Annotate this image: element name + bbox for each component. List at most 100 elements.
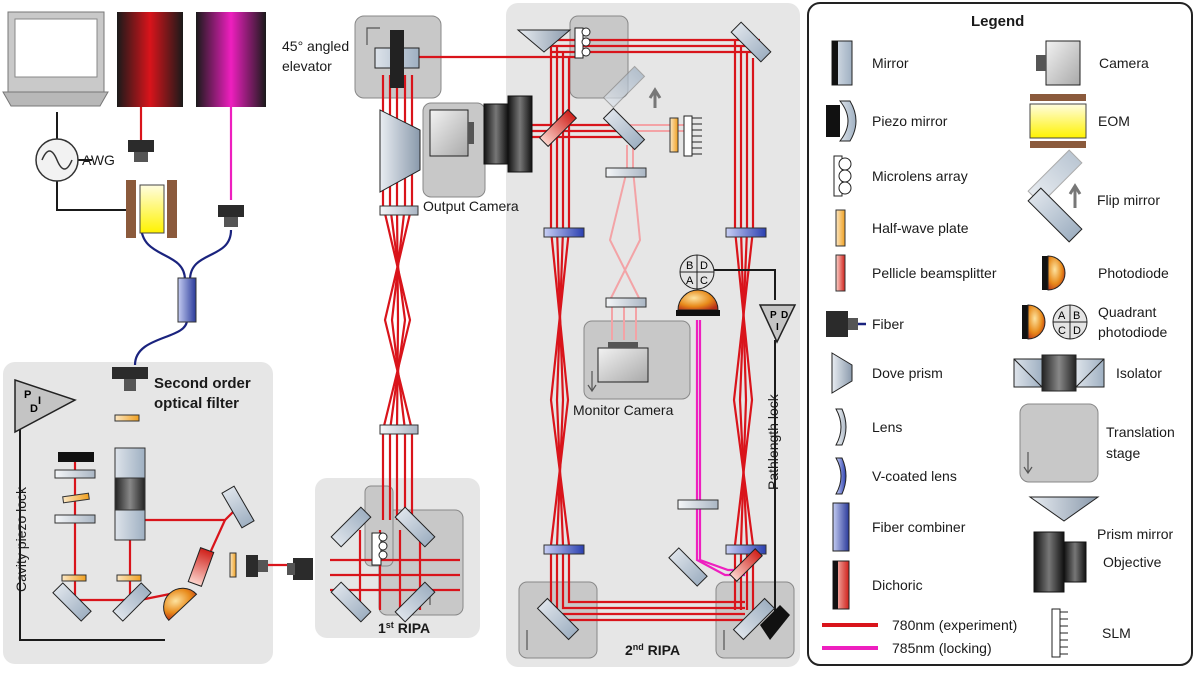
half-wave-plate-icon [62,492,90,504]
fiber-icon [112,367,148,391]
camera-icon [429,109,474,157]
legend-item-label: Quadrant [1098,304,1156,320]
objective-icon [760,605,790,640]
elevator-label-1: 45° angled [282,38,349,54]
awg-icon [35,138,79,182]
second-order-filter-label-1: Second order [154,375,251,392]
fiber-lines [133,224,233,366]
dichroic-icon [538,108,578,148]
half-wave-plate-icon [114,414,140,422]
isolator-icon [114,447,146,541]
legend-item-label: Prism mirror [1097,526,1174,542]
dove-prism-icon [379,109,421,193]
ripa1-label: 1st RIPA [378,620,430,636]
ripa2-label: 2nd RIPA [625,642,680,658]
half-wave-plate-icon [116,574,142,582]
camera-icon [597,342,649,383]
legend-item-label: EOM [1098,113,1130,129]
v-coated-lens-icon [543,544,585,555]
legend-item-label: Camera [1099,55,1149,71]
prism-mirror-icon [1028,496,1100,522]
legend-item-label: stage [1106,445,1140,461]
quadrant-label: D [1073,325,1081,337]
svg-text:C: C [700,275,708,287]
half-wave-plate-icon [61,574,87,582]
legend-item-label: Flip mirror [1097,192,1160,208]
svg-text:I: I [776,322,779,333]
fiber-icon [287,558,313,580]
mirror-icon [112,582,152,622]
lens-icon [605,297,647,308]
fiber-icon [826,311,866,337]
eom-icon [126,180,177,238]
cable-lines [19,112,776,641]
fiber-combiner-icon [832,502,850,552]
legend-item-label: Piezo mirror [872,113,948,129]
legend-title: Legend [971,13,1024,30]
mirror-icon [536,597,580,641]
fiber-icon [128,140,154,162]
piezo-mirror-icon [58,452,94,462]
pellicle-beamsplitter-icon [835,254,846,292]
elevator-icon [374,30,420,88]
mirror-icon [330,581,372,623]
svg-text:I: I [38,395,41,407]
legend-item-label: Dichoric [872,577,923,593]
photodiode-pdi-icon: P D I [758,304,797,344]
legend-item-label: Dove prism [872,365,943,381]
dove-prism-icon [831,352,853,394]
microlens-array-icon [833,155,852,197]
awg-label: AWG [82,152,115,168]
v-coated-lens-icon [835,457,847,495]
legend-item-label: Translation [1106,424,1175,440]
microlens-array-icon [371,532,388,566]
photodiode-icon [163,587,198,622]
legend-item-label: Half-wave plate [872,220,969,236]
svg-text:P: P [770,310,777,321]
dichroic-icon [729,548,763,582]
legend-item-label: Microlens array [872,168,968,184]
lens-icon [379,205,419,216]
dichroic-icon [832,560,850,610]
slm-icon [683,115,702,157]
pathlength-lock-label: Pathlength lock [765,393,781,490]
cavity-piezo-lock-label: Cavity piezo lock [13,486,29,592]
output-camera-label: Output Camera [423,198,519,214]
legend-item-label: Pellicle beamsplitter [872,265,997,281]
mirror-icon [394,581,436,623]
flip-mirror-icon [1027,149,1083,243]
half-wave-plate-icon [669,117,679,153]
fiber-icon [218,205,244,227]
translation-stage-icon [1019,403,1099,483]
mirror-icon [221,485,255,529]
legend-item-label: 785nm (locking) [892,640,992,656]
laser-780-icon [117,12,183,107]
laser-785-icon [196,12,266,107]
legend-item-label: photodiode [1098,324,1168,340]
lens-icon [54,469,96,479]
lens-icon [677,499,719,510]
lens-icon [379,424,419,435]
half-wave-plate-icon [835,209,846,247]
half-wave-plate-icon [229,552,237,578]
svg-text:D: D [781,310,788,321]
flip-mirror-icon [602,65,662,151]
isolator-icon [1013,354,1105,392]
v-coated-lens-icon [543,227,585,238]
v-coated-lens-icon [725,227,767,238]
v-coated-lens-icon [725,544,767,555]
legend-item-label: 780nm (experiment) [892,617,1017,633]
mirror-icon [52,582,92,622]
quadrant-label: C [1058,325,1066,337]
camera-icon [1036,40,1081,86]
objective-icon [483,95,533,173]
lens-icon [54,514,96,524]
monitor-camera-label: Monitor Camera [573,402,674,418]
svg-text:D: D [700,260,708,272]
mirror-icon [394,506,436,548]
elevator-label-2: elevator [282,58,332,74]
fiber-icon [246,555,268,577]
